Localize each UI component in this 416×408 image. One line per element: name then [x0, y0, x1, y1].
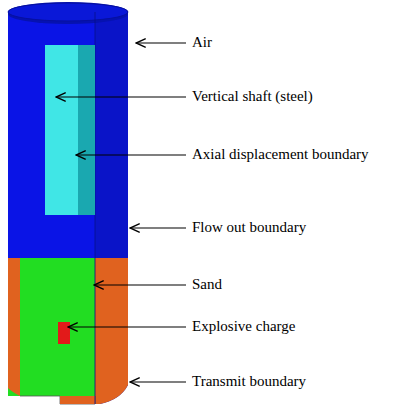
- base-edge: [20, 396, 95, 404]
- top-cap-face: [8, 3, 128, 21]
- leader-arrow: [94, 284, 186, 285]
- part-label: Explosive charge: [192, 317, 295, 335]
- leader-arrow: [68, 326, 186, 327]
- sand-edge: [8, 258, 20, 396]
- explosive-charge: [58, 322, 70, 344]
- shaft-side: [78, 45, 95, 215]
- leader-arrows: [56, 43, 186, 382]
- base-step: [60, 396, 95, 404]
- leader-arrow: [76, 154, 186, 155]
- top-cap: [8, 2, 128, 24]
- part-label: Flow out boundary: [192, 218, 306, 236]
- outer-surface-sand: [95, 258, 128, 404]
- part-label: Air: [192, 33, 212, 51]
- cut-face-air: [8, 12, 95, 258]
- part-label: Axial displacement boundary: [192, 145, 369, 163]
- leader-arrow: [56, 96, 186, 97]
- part-label: Sand: [192, 275, 222, 293]
- part-label: Vertical shaft (steel): [192, 87, 313, 105]
- shaft-face: [45, 45, 78, 215]
- leader-arrow: [136, 42, 186, 43]
- leader-arrow: [130, 381, 186, 382]
- part-label: Transmit boundary: [192, 372, 306, 390]
- leader-arrow: [130, 227, 186, 228]
- outer-surface-air: [95, 12, 128, 404]
